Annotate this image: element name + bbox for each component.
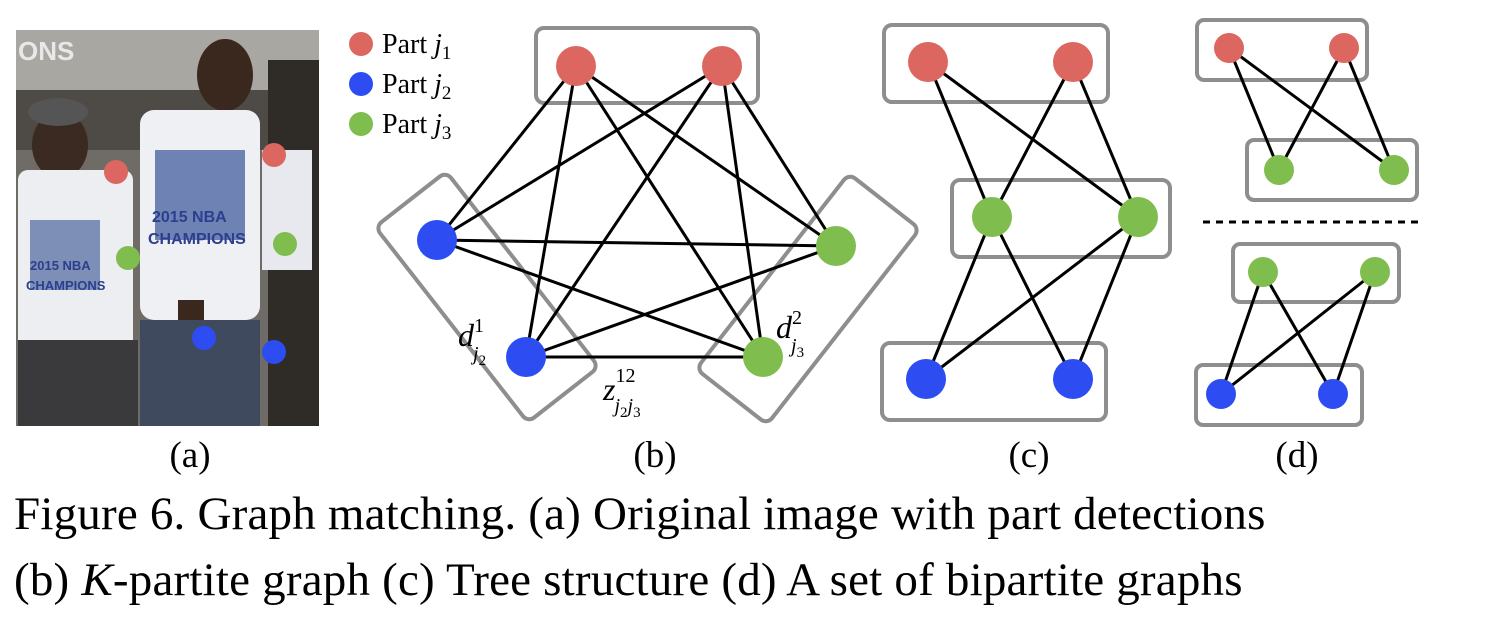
bipartite-top — [1195, 18, 1419, 202]
kpartite-node-green-2 — [743, 337, 783, 377]
legend-blue-dot — [349, 72, 373, 96]
edge — [1071, 61, 1140, 218]
bipartite-bottom-node-blue-2 — [1318, 379, 1348, 409]
edge — [1227, 47, 1281, 171]
tree-node-blue-1 — [906, 359, 946, 399]
bipartite-top-edges — [1227, 46, 1396, 172]
kpartite-group-box-right — [697, 174, 919, 424]
panel-label-b: (b) — [633, 435, 676, 476]
photo-detection-green-2 — [273, 232, 297, 256]
bipartite-bottom-node-green-1 — [1248, 257, 1278, 287]
legend-red-label: Part j1 — [382, 29, 451, 64]
bipartite-top-node-green-1 — [1264, 155, 1294, 185]
tree-node-green-1 — [972, 197, 1012, 237]
photo-left-head — [32, 111, 88, 179]
tree-edges — [924, 60, 1140, 381]
tree-group-box-red — [882, 23, 1110, 104]
edge — [436, 238, 837, 248]
kpartite-node-blue-1 — [417, 220, 457, 260]
tree-node-blue-2 — [1053, 359, 1093, 399]
kpartite-node-red-1 — [556, 46, 596, 86]
photo-middle-shirt-text-1: 2015 NBA — [152, 209, 227, 226]
edge — [1277, 47, 1346, 171]
kpartite-node-red-2 — [702, 46, 742, 86]
kpartite-node-blue-2 — [506, 337, 546, 377]
edge — [720, 65, 838, 247]
figure-caption-line-1: Figure 6. Graph matching. (a) Original i… — [14, 488, 1266, 540]
edge — [574, 65, 765, 358]
bipartite-bottom — [1194, 242, 1401, 427]
tree-graph — [880, 23, 1172, 422]
tree-node-green-2 — [1118, 197, 1158, 237]
bipartite-bottom-node-green-2 — [1360, 257, 1390, 287]
edge — [926, 61, 994, 218]
photo-left-shirt-text-1: 2015 NBA — [30, 258, 91, 273]
bipartite-top-box-green — [1245, 138, 1419, 202]
legend-green-label: Part j3 — [382, 109, 451, 144]
photo-panel: ONS 2015 NBA CHAMPIONS 2015 NBA CHAMPION… — [16, 30, 319, 426]
photo-middle-shirt-graphic — [155, 150, 245, 240]
photo-left-pants — [18, 340, 138, 426]
bipartite-top-node-red-1 — [1214, 33, 1244, 63]
bipartite-top-box-red — [1195, 18, 1369, 82]
panel-label-c: (c) — [1008, 435, 1049, 476]
figure-caption-line-2: (b) K-partite graph (c) Tree structure (… — [14, 557, 1243, 604]
edge — [720, 65, 765, 358]
photo-middle-head — [197, 39, 253, 111]
photo-left-shirt-graphic — [30, 220, 100, 290]
edge — [1342, 47, 1396, 171]
edge — [1220, 270, 1376, 396]
bipartite-top-node-green-2 — [1379, 155, 1409, 185]
legend-red-dot — [349, 32, 373, 56]
legend-green-dot — [349, 112, 373, 136]
kpartite-node-green-1 — [816, 226, 856, 266]
edge — [924, 216, 994, 380]
caption-line-2-prefix: (b) — [14, 554, 82, 606]
photo-left-shirt-text-2: CHAMPIONS — [26, 278, 106, 293]
caption-line-2-rest: -partite graph (c) Tree structure (d) A … — [112, 554, 1243, 606]
kpartite-group-box-top — [534, 26, 760, 105]
edge — [436, 238, 764, 359]
panel-label-a: (a) — [169, 435, 210, 476]
panel-label-d: (d) — [1275, 435, 1318, 476]
bipartite-bottom-box-green — [1231, 242, 1401, 304]
tree-group-box-green — [950, 178, 1172, 259]
photo-detection-green-1 — [116, 246, 140, 270]
edge — [990, 61, 1075, 218]
legend: Part j1 Part j2 Part j3 — [349, 29, 451, 144]
tree-node-red-2 — [1053, 42, 1093, 82]
edge — [436, 64, 723, 242]
tree-node-red-1 — [908, 42, 948, 82]
photo-detection-blue-2 — [262, 340, 286, 364]
tree-group-box-blue — [880, 341, 1108, 422]
photo-detection-red-2 — [262, 143, 286, 167]
photo-detection-red-1 — [104, 160, 128, 184]
photo-left-cap — [28, 98, 88, 126]
edge — [1071, 216, 1140, 380]
kpartite-edges — [435, 64, 838, 359]
photo-middle-shirt-text-2: CHAMPIONS — [148, 231, 246, 248]
bipartite-bottom-node-blue-1 — [1206, 379, 1236, 409]
edge — [575, 64, 837, 248]
edge — [925, 215, 1139, 381]
edge — [524, 65, 724, 358]
bipartite-top-node-red-2 — [1329, 33, 1359, 63]
photo-banner-text: ONS — [18, 36, 74, 66]
edge — [1219, 271, 1265, 395]
photo-detection-blue-1 — [192, 326, 216, 350]
bipartite-bottom-box-blue — [1194, 363, 1364, 427]
caption-k-symbol: K — [81, 554, 113, 606]
legend-blue-label: Part j2 — [382, 69, 451, 104]
bipartite-bottom-edges — [1219, 270, 1377, 396]
bipartite-graphs — [1194, 18, 1423, 427]
edge — [435, 65, 578, 241]
edge — [524, 65, 578, 358]
edge — [1331, 271, 1377, 395]
edge — [525, 244, 837, 359]
